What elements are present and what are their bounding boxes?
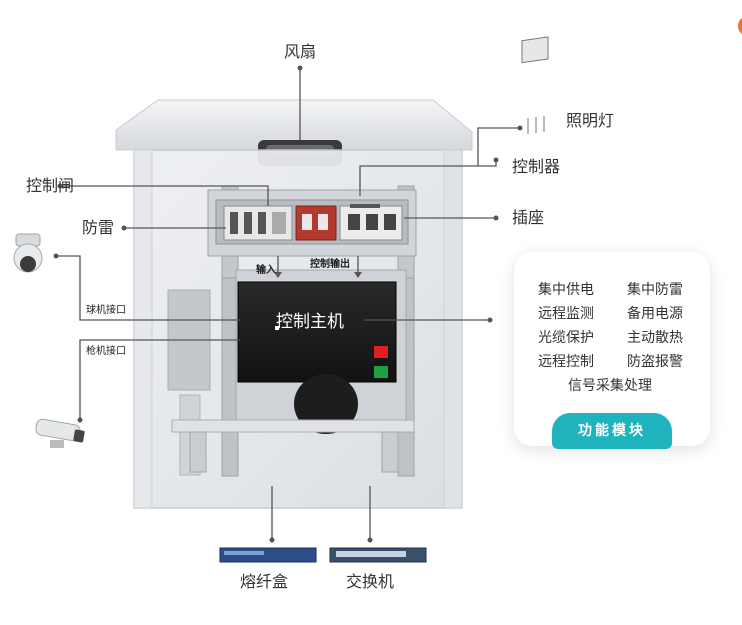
- label-fiber-box: 熔纤盒: [240, 572, 289, 591]
- label-dome-port: 球机接口: [86, 305, 126, 316]
- label-gun-port: 枪机接口: [86, 346, 126, 357]
- control-host: [237, 281, 397, 383]
- label-fan: 风扇: [284, 42, 317, 61]
- fiber-box-device: [219, 547, 317, 563]
- label-controller: 控制器: [512, 157, 561, 176]
- feature-item: 远程控制: [538, 354, 594, 370]
- feature-item: 光缆保护: [538, 330, 594, 346]
- feature-item: 备用电源: [627, 306, 683, 322]
- cabinet-roof: [115, 99, 473, 151]
- feature-item: 集中防雷: [627, 282, 683, 298]
- label-input: 输入: [256, 265, 276, 276]
- feature-item: 防盗报警: [627, 354, 683, 370]
- label-lighting: 照明灯: [566, 111, 615, 130]
- corner-dot: [738, 18, 742, 34]
- bottom-fan: [294, 374, 358, 434]
- network-switch-device: [329, 547, 427, 563]
- label-socket: 插座: [512, 208, 545, 227]
- feature-item: 集中供电: [538, 282, 594, 298]
- feature-item: 主动散热: [627, 330, 683, 346]
- dome-camera: [13, 233, 43, 273]
- label-control-switch: 控制闸: [26, 176, 75, 195]
- feature-item: 远程监测: [538, 306, 594, 322]
- lighting-fixture: [521, 36, 549, 134]
- label-control-output: 控制输出: [310, 259, 350, 270]
- label-host: 控制主机: [276, 312, 344, 332]
- bottom-shelf: [171, 419, 415, 433]
- feature-badge: 功能模块: [552, 413, 672, 449]
- label-switch: 交换机: [346, 572, 395, 591]
- label-lightning: 防雷: [82, 218, 115, 237]
- bullet-camera: [35, 418, 85, 448]
- feature-item-last: 信号采集处理: [568, 378, 652, 394]
